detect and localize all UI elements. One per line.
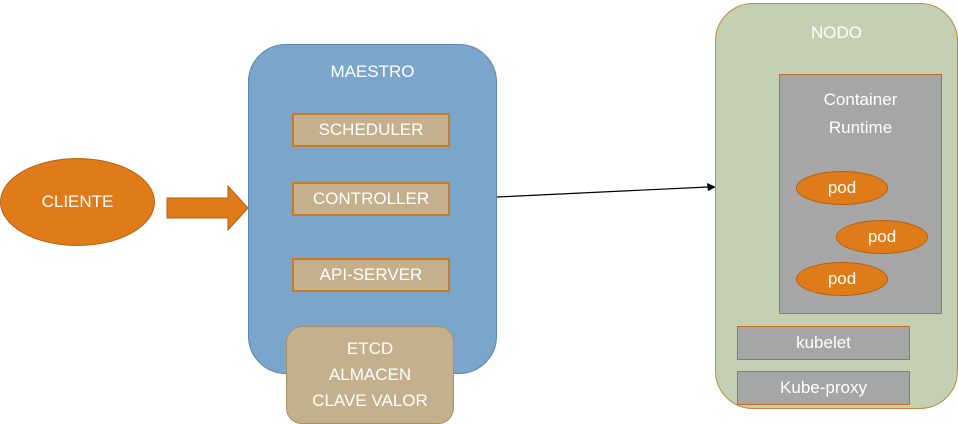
runtime-line-1: Container <box>823 90 898 109</box>
client-label: CLIENTE <box>41 192 114 211</box>
client-node: CLIENTE <box>0 158 155 246</box>
runtime-title: Container Runtime <box>779 86 942 142</box>
pod-1: pod <box>796 171 888 205</box>
controller-box: CONTROLLER <box>292 182 450 216</box>
nodo-title: NODO <box>811 23 862 42</box>
etcd-store: ETCD ALMACEN CLAVE VALOR <box>286 326 454 424</box>
maestro-to-nodo-line <box>496 186 709 198</box>
api-server-box: API-SERVER <box>292 258 450 292</box>
kube-proxy-box: Kube-proxy <box>737 371 910 405</box>
maestro-to-nodo-arrowhead <box>707 183 716 191</box>
etcd-line-2: ALMACEN <box>328 365 412 384</box>
scheduler-box: SCHEDULER <box>292 113 450 147</box>
maestro-title: MAESTRO <box>330 62 415 81</box>
pod-3: pod <box>796 262 888 296</box>
etcd-line-1: ETCD <box>346 339 394 358</box>
kubelet-box: kubelet <box>737 326 910 360</box>
client-to-maestro-arrow <box>166 184 249 232</box>
pod-2: pod <box>836 220 928 254</box>
etcd-line-3: CLAVE VALOR <box>312 391 428 410</box>
runtime-line-2: Runtime <box>828 118 893 137</box>
